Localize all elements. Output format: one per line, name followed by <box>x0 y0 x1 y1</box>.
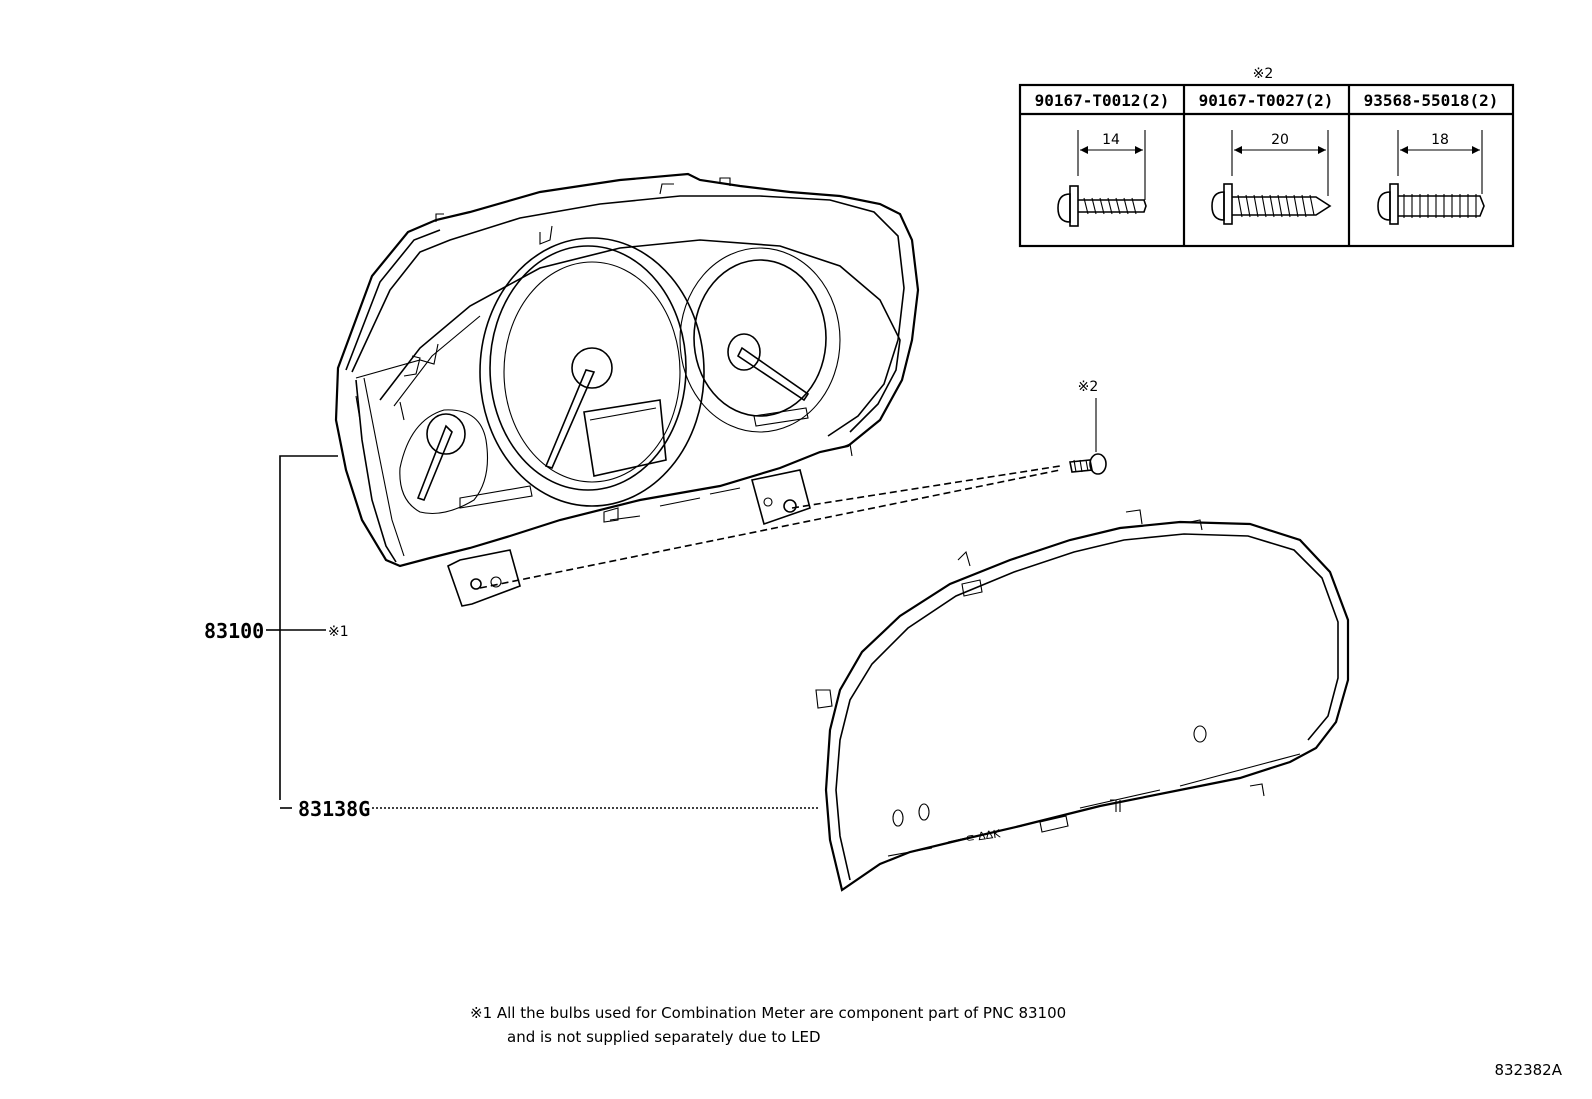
part-number-label: 83138G <box>298 797 370 821</box>
part-ref-mark: ※1 <box>328 624 349 640</box>
part-number-label: 83100 <box>204 619 264 643</box>
screw-drawing: 20 <box>1211 130 1332 225</box>
table-ref-mark: ※2 <box>1253 66 1274 82</box>
table-header-part-no: 93568-55018(2) <box>1364 91 1499 110</box>
table-border <box>1018 83 1515 248</box>
table-header-part-no: 90167-T0027(2) <box>1199 91 1334 110</box>
fasteners-table: ※2 90167-T0012(2) 90167-T0027(2) 93568-5… <box>1018 66 1515 248</box>
table-header-part-no: 90167-T0012(2) <box>1035 91 1170 110</box>
leader-lines <box>266 455 818 809</box>
screw-length-label: 20 <box>1271 132 1289 148</box>
diagram-code: 832382A <box>1494 1061 1562 1079</box>
installation-path-line <box>791 465 1061 509</box>
assembly-bracket-line <box>279 455 338 800</box>
screw-length-label: 14 <box>1102 132 1120 148</box>
footnote-line-2: and is not supplied separately due to LE… <box>507 1028 821 1046</box>
combination-meter-drawing <box>334 172 920 607</box>
screw-drawing: 18 <box>1377 130 1485 225</box>
screw-drawing: 14 <box>1057 130 1147 227</box>
footnote-line-1: ※1 All the bulbs used for Combination Me… <box>470 1004 1066 1022</box>
screw-length-label: 18 <box>1431 132 1449 148</box>
mounting-screw-drawing: ※2 <box>1069 379 1107 475</box>
screw-callout-mark: ※2 <box>1078 379 1099 395</box>
meter-glass-drawing: ⊂ ΔΔΚ <box>815 509 1350 892</box>
glass-printed-marking: ⊂ ΔΔΚ <box>965 827 1002 845</box>
